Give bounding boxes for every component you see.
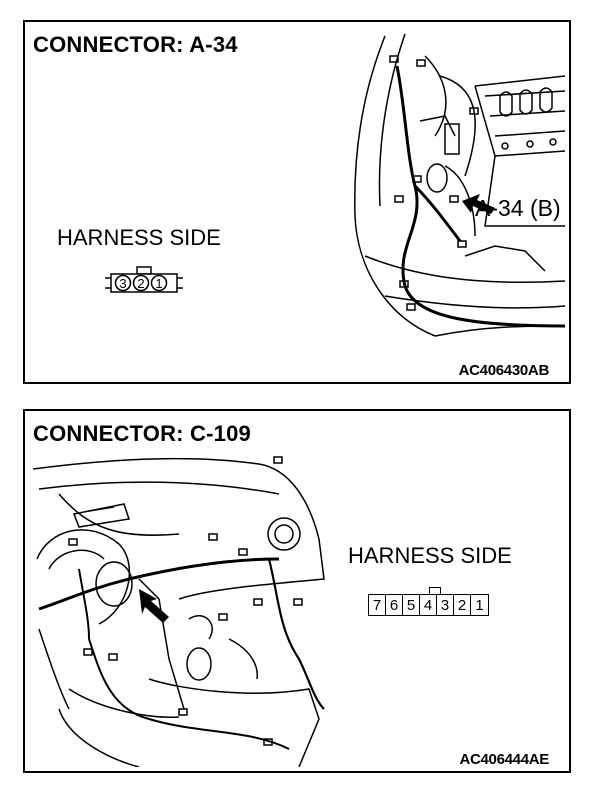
pin-4: 4	[420, 595, 437, 615]
dashboard-illustration	[32, 456, 325, 767]
figure-code: AC406430AB	[458, 362, 550, 379]
engine-bay-illustration	[354, 33, 566, 337]
pin-6: 6	[386, 595, 403, 615]
connector-a34-title: CONNECTOR: A-34	[33, 32, 238, 57]
pin-2: 2	[454, 595, 471, 615]
connector-c109-face: 7 6 5 4 3 2 1	[368, 594, 489, 616]
pin-3: 3	[437, 595, 454, 615]
callout-a34-b: A-34 (B)	[475, 195, 561, 221]
connector-c109-panel: CONNECTOR: C-109	[23, 409, 571, 773]
connector-a34-face: 3 2 1	[105, 266, 183, 293]
harness-side-label-c109: HARNESS SIDE	[348, 543, 512, 568]
pin-3: 3	[119, 276, 126, 291]
figure-code-c109: AC406444AE	[459, 751, 549, 768]
pin-5: 5	[403, 595, 420, 615]
pin-2: 2	[137, 276, 144, 291]
connector-c109-title: CONNECTOR: C-109	[33, 421, 251, 446]
connector-a34-panel: CONNECTOR: A-34 HARNESS SIDE 3 2 1	[23, 20, 571, 384]
pin-1: 1	[475, 596, 484, 614]
harness-side-label: HARNESS SIDE	[57, 225, 221, 250]
connector-c109-lock-tab	[429, 587, 441, 595]
pin-1: 1	[155, 276, 162, 291]
pin-7: 7	[369, 595, 386, 615]
